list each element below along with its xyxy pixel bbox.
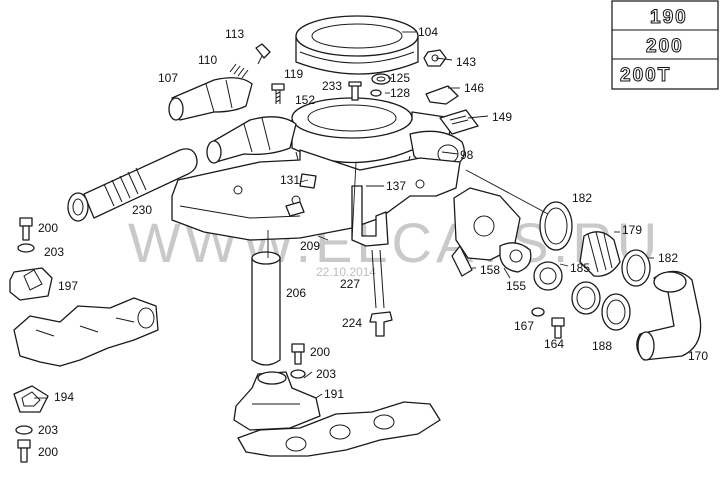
bellows-179	[579, 231, 621, 277]
nut-143	[423, 49, 447, 67]
callout-209: 209	[300, 239, 320, 253]
callout-224: 224	[342, 316, 362, 330]
model-badge-2: 200T	[620, 65, 671, 86]
exhaust-manifold	[13, 297, 159, 367]
washer-203-bottom	[15, 425, 33, 435]
callout-167: 167	[514, 319, 534, 333]
leader-lines	[34, 31, 654, 399]
callout-179: 179	[622, 223, 642, 237]
callout-143: 143	[456, 55, 476, 69]
callout-125: 125	[390, 71, 410, 85]
callout-227: 227	[340, 277, 360, 291]
callout-131: 131	[280, 173, 300, 187]
callout-203-center: 203	[316, 367, 336, 381]
label-149	[439, 109, 479, 135]
ring-185	[533, 261, 563, 291]
clamp-188	[601, 293, 631, 331]
bracket-146	[425, 85, 459, 105]
callout-200-bottom: 200	[38, 445, 58, 459]
bolt-200-center	[291, 343, 305, 365]
washer-128	[370, 89, 382, 97]
callout-labels: 113 110 107 119 233 152 104 143 125 128 …	[38, 25, 708, 459]
intake-duct	[206, 116, 297, 164]
callout-149: 149	[492, 110, 512, 124]
callout-170: 170	[688, 349, 708, 363]
callout-98: 98	[460, 148, 474, 162]
callout-197: 197	[58, 279, 78, 293]
air-filter-housing	[291, 97, 465, 181]
callout-182-b: 182	[658, 251, 678, 265]
callout-110: 110	[198, 53, 217, 67]
spring-110	[229, 63, 249, 79]
callout-152: 152	[295, 93, 315, 107]
gasket-194	[13, 385, 49, 413]
callout-137: 137	[386, 179, 406, 193]
callout-191: 191	[324, 387, 344, 401]
callout-188: 188	[592, 339, 612, 353]
washer-167	[531, 307, 545, 317]
vacuum-pipe-227	[351, 185, 389, 309]
callout-119: 119	[284, 67, 303, 81]
flexible-hose-230	[67, 148, 198, 222]
intake-manifold-cover	[171, 149, 461, 241]
clamp-182a	[539, 201, 573, 251]
pipe-206	[251, 251, 281, 366]
callout-203-bottom: 203	[38, 423, 58, 437]
callout-203-left: 203	[44, 245, 64, 259]
model-badge-1: 200	[646, 36, 684, 57]
washer-203-left	[17, 243, 35, 253]
clip-113	[255, 43, 271, 65]
tee-224	[369, 311, 393, 337]
callout-158: 158	[480, 263, 500, 277]
intake-snorkel-107	[168, 77, 253, 121]
bolt-200-bottom	[17, 439, 31, 463]
callout-113: 113	[225, 27, 244, 41]
callout-164: 164	[544, 337, 564, 351]
callout-155: 155	[506, 279, 526, 293]
callout-194: 194	[54, 390, 74, 404]
watermark-date: 22.10.2014	[316, 265, 376, 279]
mixture-housing-191	[233, 371, 321, 431]
callout-233: 233	[322, 79, 342, 93]
model-badge-panel: 190 200 200T	[611, 0, 719, 90]
seal-125	[371, 73, 391, 85]
air-filter-lid	[295, 15, 419, 75]
callout-182-a: 182	[572, 191, 592, 205]
callout-185: 185	[570, 261, 590, 275]
callout-128: 128	[390, 86, 410, 100]
throttle-housing-158	[451, 187, 521, 277]
callout-200-left: 200	[38, 221, 58, 235]
callout-206: 206	[286, 286, 306, 300]
elbow-hose-170	[636, 270, 702, 361]
callout-104: 104	[418, 25, 438, 39]
callout-200-center: 200	[310, 345, 330, 359]
gasket-155	[499, 242, 532, 273]
callout-146: 146	[464, 81, 484, 95]
bolt-200-left	[19, 217, 33, 241]
model-badge-0: 190	[650, 7, 688, 28]
intake-manifold-lower	[237, 401, 441, 457]
callout-107: 107	[158, 71, 178, 85]
plug-209	[285, 201, 305, 217]
bolt-233	[348, 81, 362, 101]
bolt-164	[551, 317, 565, 339]
clamp-182b	[621, 249, 651, 287]
washer-203-center	[290, 369, 306, 379]
screw-119	[271, 83, 285, 104]
cap-197	[9, 267, 53, 301]
ring-188	[571, 281, 601, 315]
callout-230: 230	[132, 203, 152, 217]
